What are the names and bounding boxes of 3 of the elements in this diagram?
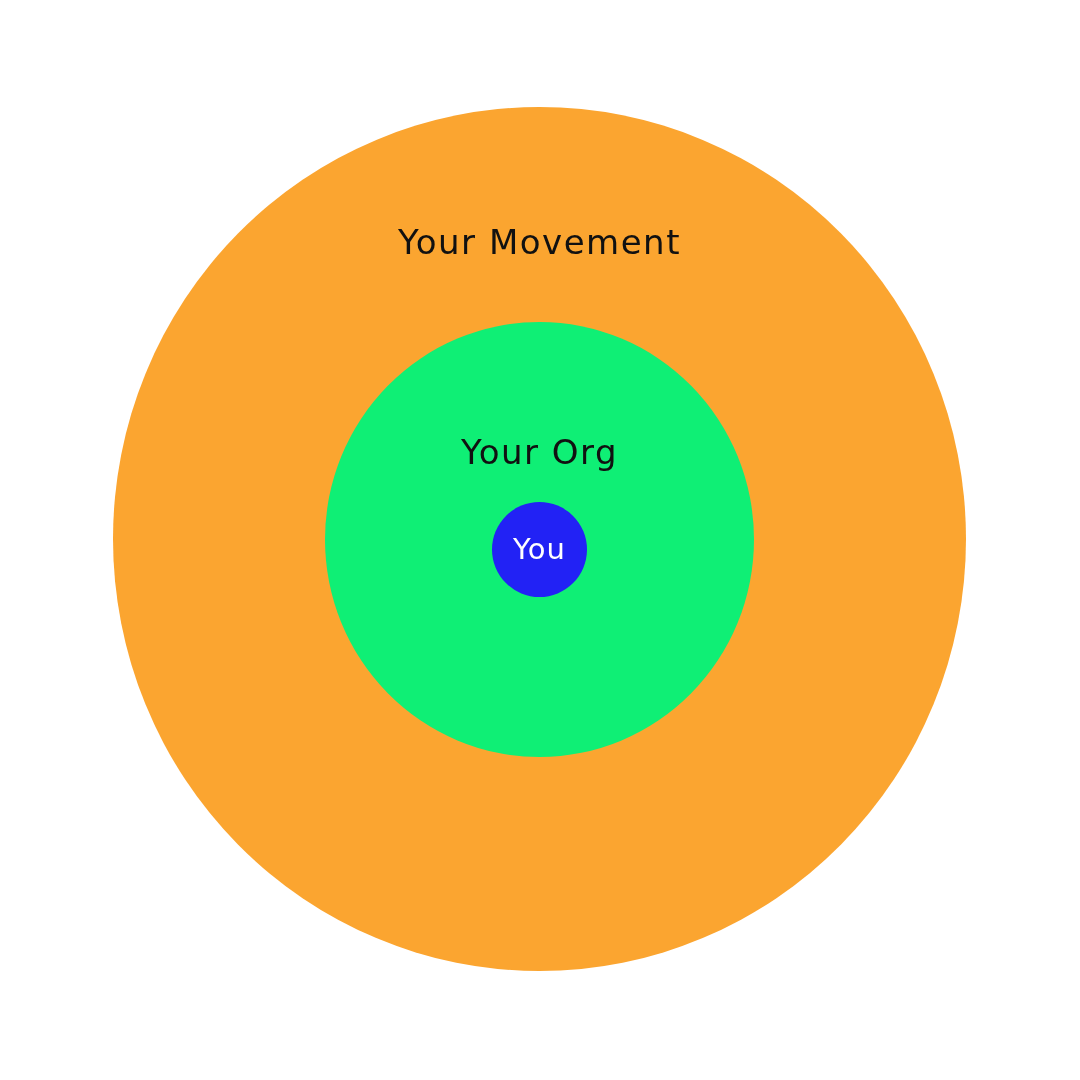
- circle-label: Your Movement: [398, 222, 681, 263]
- circle-label: You: [513, 532, 566, 567]
- circle-label: Your Org: [460, 432, 619, 473]
